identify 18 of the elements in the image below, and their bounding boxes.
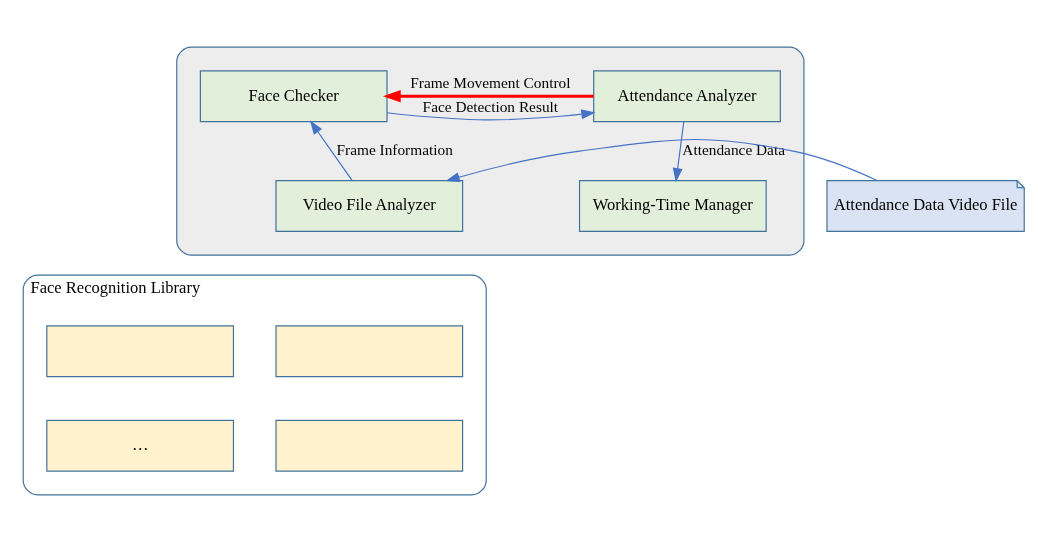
- node-box: Working-Time Manager: [578, 179, 767, 232]
- node-box: [275, 419, 464, 472]
- arrow: [382, 89, 594, 102]
- node-box: [46, 324, 235, 377]
- arrow: [445, 138, 878, 182]
- edge-label: Frame Movement Control: [410, 73, 571, 91]
- node-box: Video File Analyzer: [275, 179, 464, 232]
- node-box: …: [46, 419, 235, 472]
- node-box: [275, 324, 464, 377]
- edge-label: Face Detection Result: [422, 97, 559, 115]
- edge-label: Frame Information: [336, 140, 453, 158]
- node-box: Attendance Analyzer: [593, 69, 781, 122]
- cluster: [176, 46, 805, 256]
- arrow: [386, 108, 596, 121]
- arrow: [309, 119, 353, 181]
- arrow: [672, 120, 685, 182]
- node-box: Face Checker: [199, 69, 388, 122]
- edge-label: Attendance Data: [682, 140, 786, 158]
